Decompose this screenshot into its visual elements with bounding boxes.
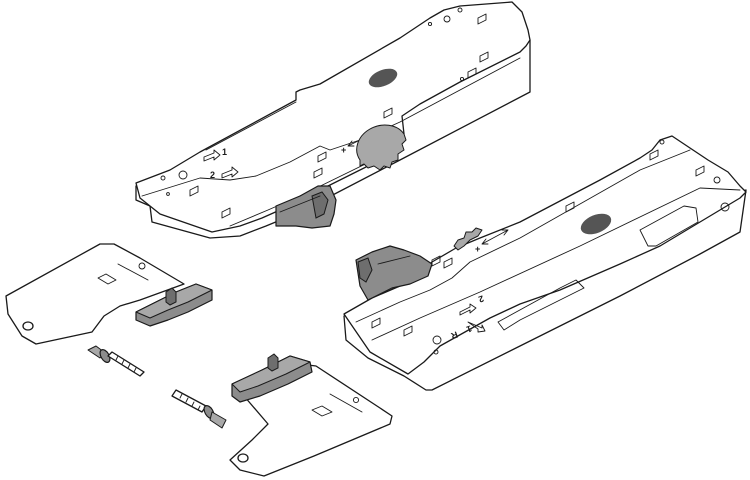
- arrow-label-1: 1: [222, 147, 227, 157]
- front-bracket-left: [5, 243, 213, 345]
- screw-dowel-1: [87, 345, 145, 377]
- front-bracket-right: [229, 353, 393, 477]
- arrow-label-1-right: 1: [465, 323, 473, 334]
- locking-device-right: 2 1 R +: [343, 135, 747, 391]
- locking-device-top: 1 2 +: [135, 1, 531, 239]
- side-label-r: R: [449, 329, 459, 341]
- screw-dowel-2: [171, 389, 227, 429]
- adjust-plus-label: +: [341, 145, 346, 155]
- arrow-label-2-right: 2: [477, 293, 485, 304]
- arrow-label-2: 2: [210, 170, 215, 180]
- adjust-plus-label-right: +: [475, 244, 480, 254]
